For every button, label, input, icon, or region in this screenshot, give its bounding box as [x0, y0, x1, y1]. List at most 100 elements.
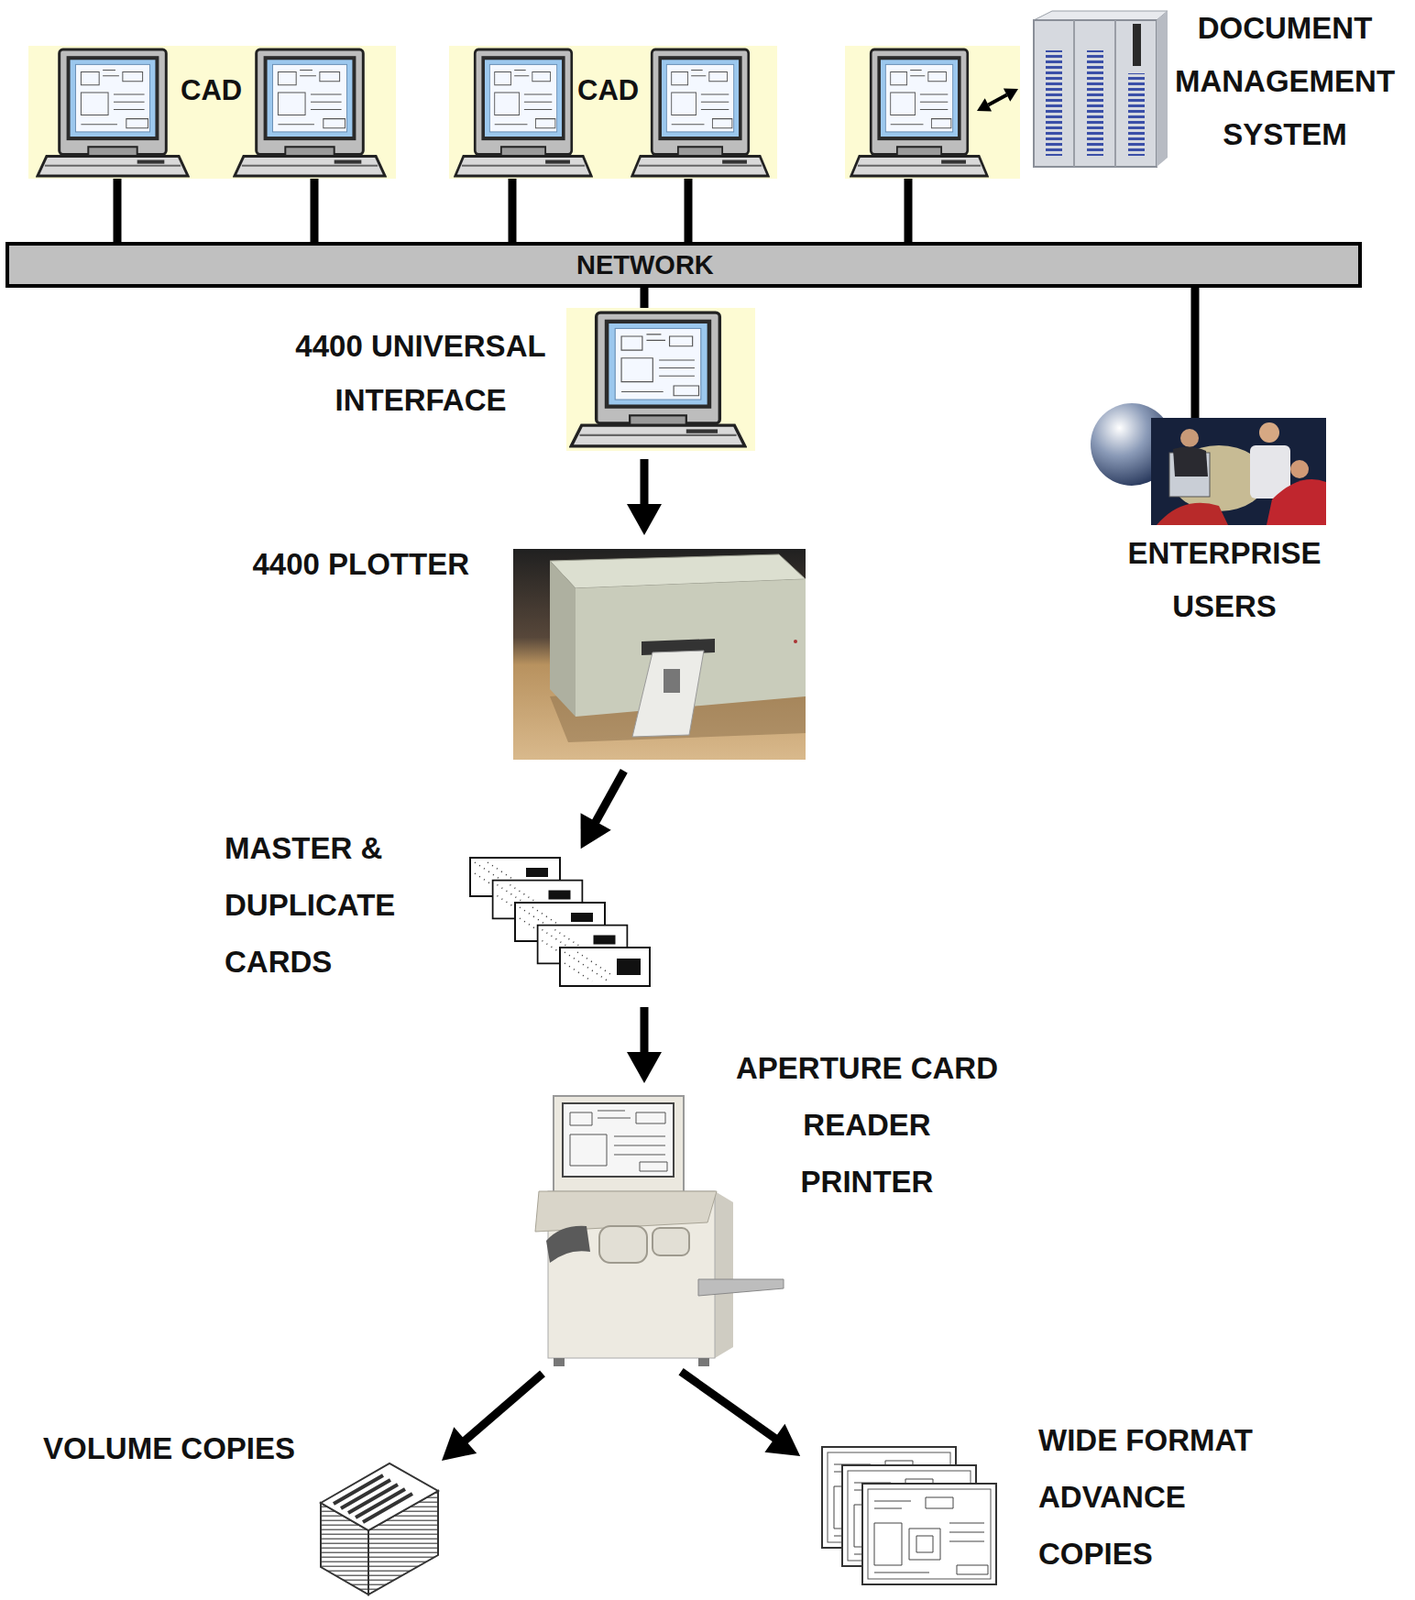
connector-line: [640, 1007, 649, 1054]
server-cabinet-part: [1074, 20, 1116, 167]
reader-printer-part: [546, 1226, 591, 1263]
flow-arrow: [441, 1373, 543, 1461]
plotter-photo-part: [513, 548, 806, 760]
aperture-card-part: [616, 958, 641, 976]
drawings-node: WIDE FORMAT ADVANCE COPIES: [821, 1443, 999, 1590]
flow-arrow: [626, 1007, 662, 1084]
node-label: CAD: [180, 73, 254, 109]
workstation-band-part: [28, 45, 396, 179]
server-cabinet-part: [1156, 10, 1168, 167]
reader-printer-node: APERTURE CARD READER PRINTER: [535, 1096, 784, 1367]
users-photo-part: [1156, 503, 1229, 526]
plotter-photo-part: [549, 560, 576, 717]
node-label: ENTERPRISE USERS: [1118, 526, 1330, 634]
arrow-head: [626, 504, 662, 536]
double-arrow-part: [976, 98, 992, 111]
server-cabinet: [1033, 10, 1168, 167]
flow-arrow: [680, 1371, 801, 1457]
network-link: [314, 178, 316, 242]
plotter-photo: [513, 548, 806, 760]
interface-station: 4400 UNIVERSAL INTERFACE: [566, 307, 756, 451]
node-label: MASTER & DUPLICATE CARDS: [224, 820, 422, 991]
node-label: NETWORK: [576, 247, 760, 283]
flow-arrow: [626, 459, 662, 536]
wide-format-drawing-part: [862, 1483, 997, 1585]
network-link: [512, 178, 514, 242]
connector-line: [310, 178, 319, 242]
node-label: CAD: [577, 73, 651, 109]
connector-line: [594, 770, 625, 823]
reader-printer-part: [553, 1096, 684, 1194]
flow-arrow: [581, 770, 625, 849]
workstation-part: [851, 49, 988, 176]
connector-line: [640, 287, 649, 308]
network-link: [688, 178, 690, 242]
connector-line: [1191, 287, 1200, 418]
double-arrow-part: [1003, 88, 1019, 102]
arrow-head: [441, 1426, 477, 1461]
workstation-band-part: [449, 45, 778, 179]
connector-line: [640, 459, 649, 506]
plotter-node: 4400 PLOTTER: [513, 548, 806, 760]
arrow-head: [764, 1424, 801, 1457]
reader-printer: [535, 1096, 784, 1367]
users-photo-part: [1266, 479, 1327, 526]
plotter-photo-part: [793, 639, 798, 644]
server-cabinet-part: [1045, 50, 1063, 156]
network-link: [644, 287, 646, 308]
network-link: [1195, 287, 1196, 418]
arrow-head: [581, 812, 612, 849]
server-cabinet-part: [1086, 50, 1104, 156]
users-photo: [1151, 417, 1327, 526]
paper-stack: [320, 1463, 439, 1595]
users-photo-part: [1290, 460, 1309, 479]
connector-line: [463, 1373, 543, 1442]
copies-node: VOLUME COPIES: [318, 1458, 439, 1597]
network-drop-part: [904, 178, 913, 242]
users-photo-part: [1259, 422, 1280, 443]
cad-group: CAD: [449, 45, 778, 179]
reader-printer-part: [570, 1110, 668, 1172]
workstation-part: [234, 49, 385, 176]
reader-printer-part: [698, 1358, 710, 1367]
connector-line: [684, 178, 693, 242]
server-cabinet-part: [1132, 23, 1141, 66]
node-label: WIDE FORMAT ADVANCE COPIES: [1038, 1412, 1268, 1583]
workstation-part: [37, 49, 188, 176]
arrow-head: [626, 1052, 662, 1084]
node-label: 4400 PLOTTER: [240, 547, 470, 582]
server-cabinet-part: [1033, 10, 1168, 21]
users-photo-part: [1151, 417, 1327, 526]
plotter-photo-part: [632, 650, 704, 737]
reader-printer-part: [553, 1358, 565, 1367]
node-label: 4400 UNIVERSAL INTERFACE: [283, 318, 559, 428]
aperture-card-part: [564, 952, 611, 982]
workstation-part: [570, 312, 745, 447]
connector-line: [680, 1371, 777, 1440]
network-bar: NETWORK: [5, 241, 1362, 288]
cad-group: CAD: [28, 45, 396, 179]
paper-stack-part: [333, 1475, 413, 1523]
reader-printer-part: [562, 1103, 674, 1177]
workstation-band-part: [566, 307, 756, 451]
node-label: VOLUME COPIES: [43, 1431, 319, 1467]
paper-stack-part: [320, 1463, 439, 1531]
server-node: DOCUMENT MANAGEMENT SYSTEM: [1028, 10, 1168, 169]
reader-printer-part: [652, 1228, 690, 1256]
node-label: APERTURE CARD READER PRINTER: [734, 1040, 1000, 1211]
users-photo-part: [1180, 428, 1199, 448]
users-photo-part: [1173, 446, 1208, 477]
double-arrow: [976, 88, 1019, 112]
network-drop: [904, 178, 913, 242]
connector-line: [508, 178, 517, 242]
users-node: ENTERPRISE USERS: [1151, 417, 1327, 526]
server-cabinet-part: [1033, 20, 1157, 167]
aperture-card: [470, 857, 650, 987]
workstation-band-part: [844, 45, 1021, 179]
connector-line: [113, 178, 122, 242]
server-cabinet-part: [1128, 73, 1145, 156]
workstation-part: [455, 49, 592, 176]
double-arrow-part: [987, 95, 1007, 106]
